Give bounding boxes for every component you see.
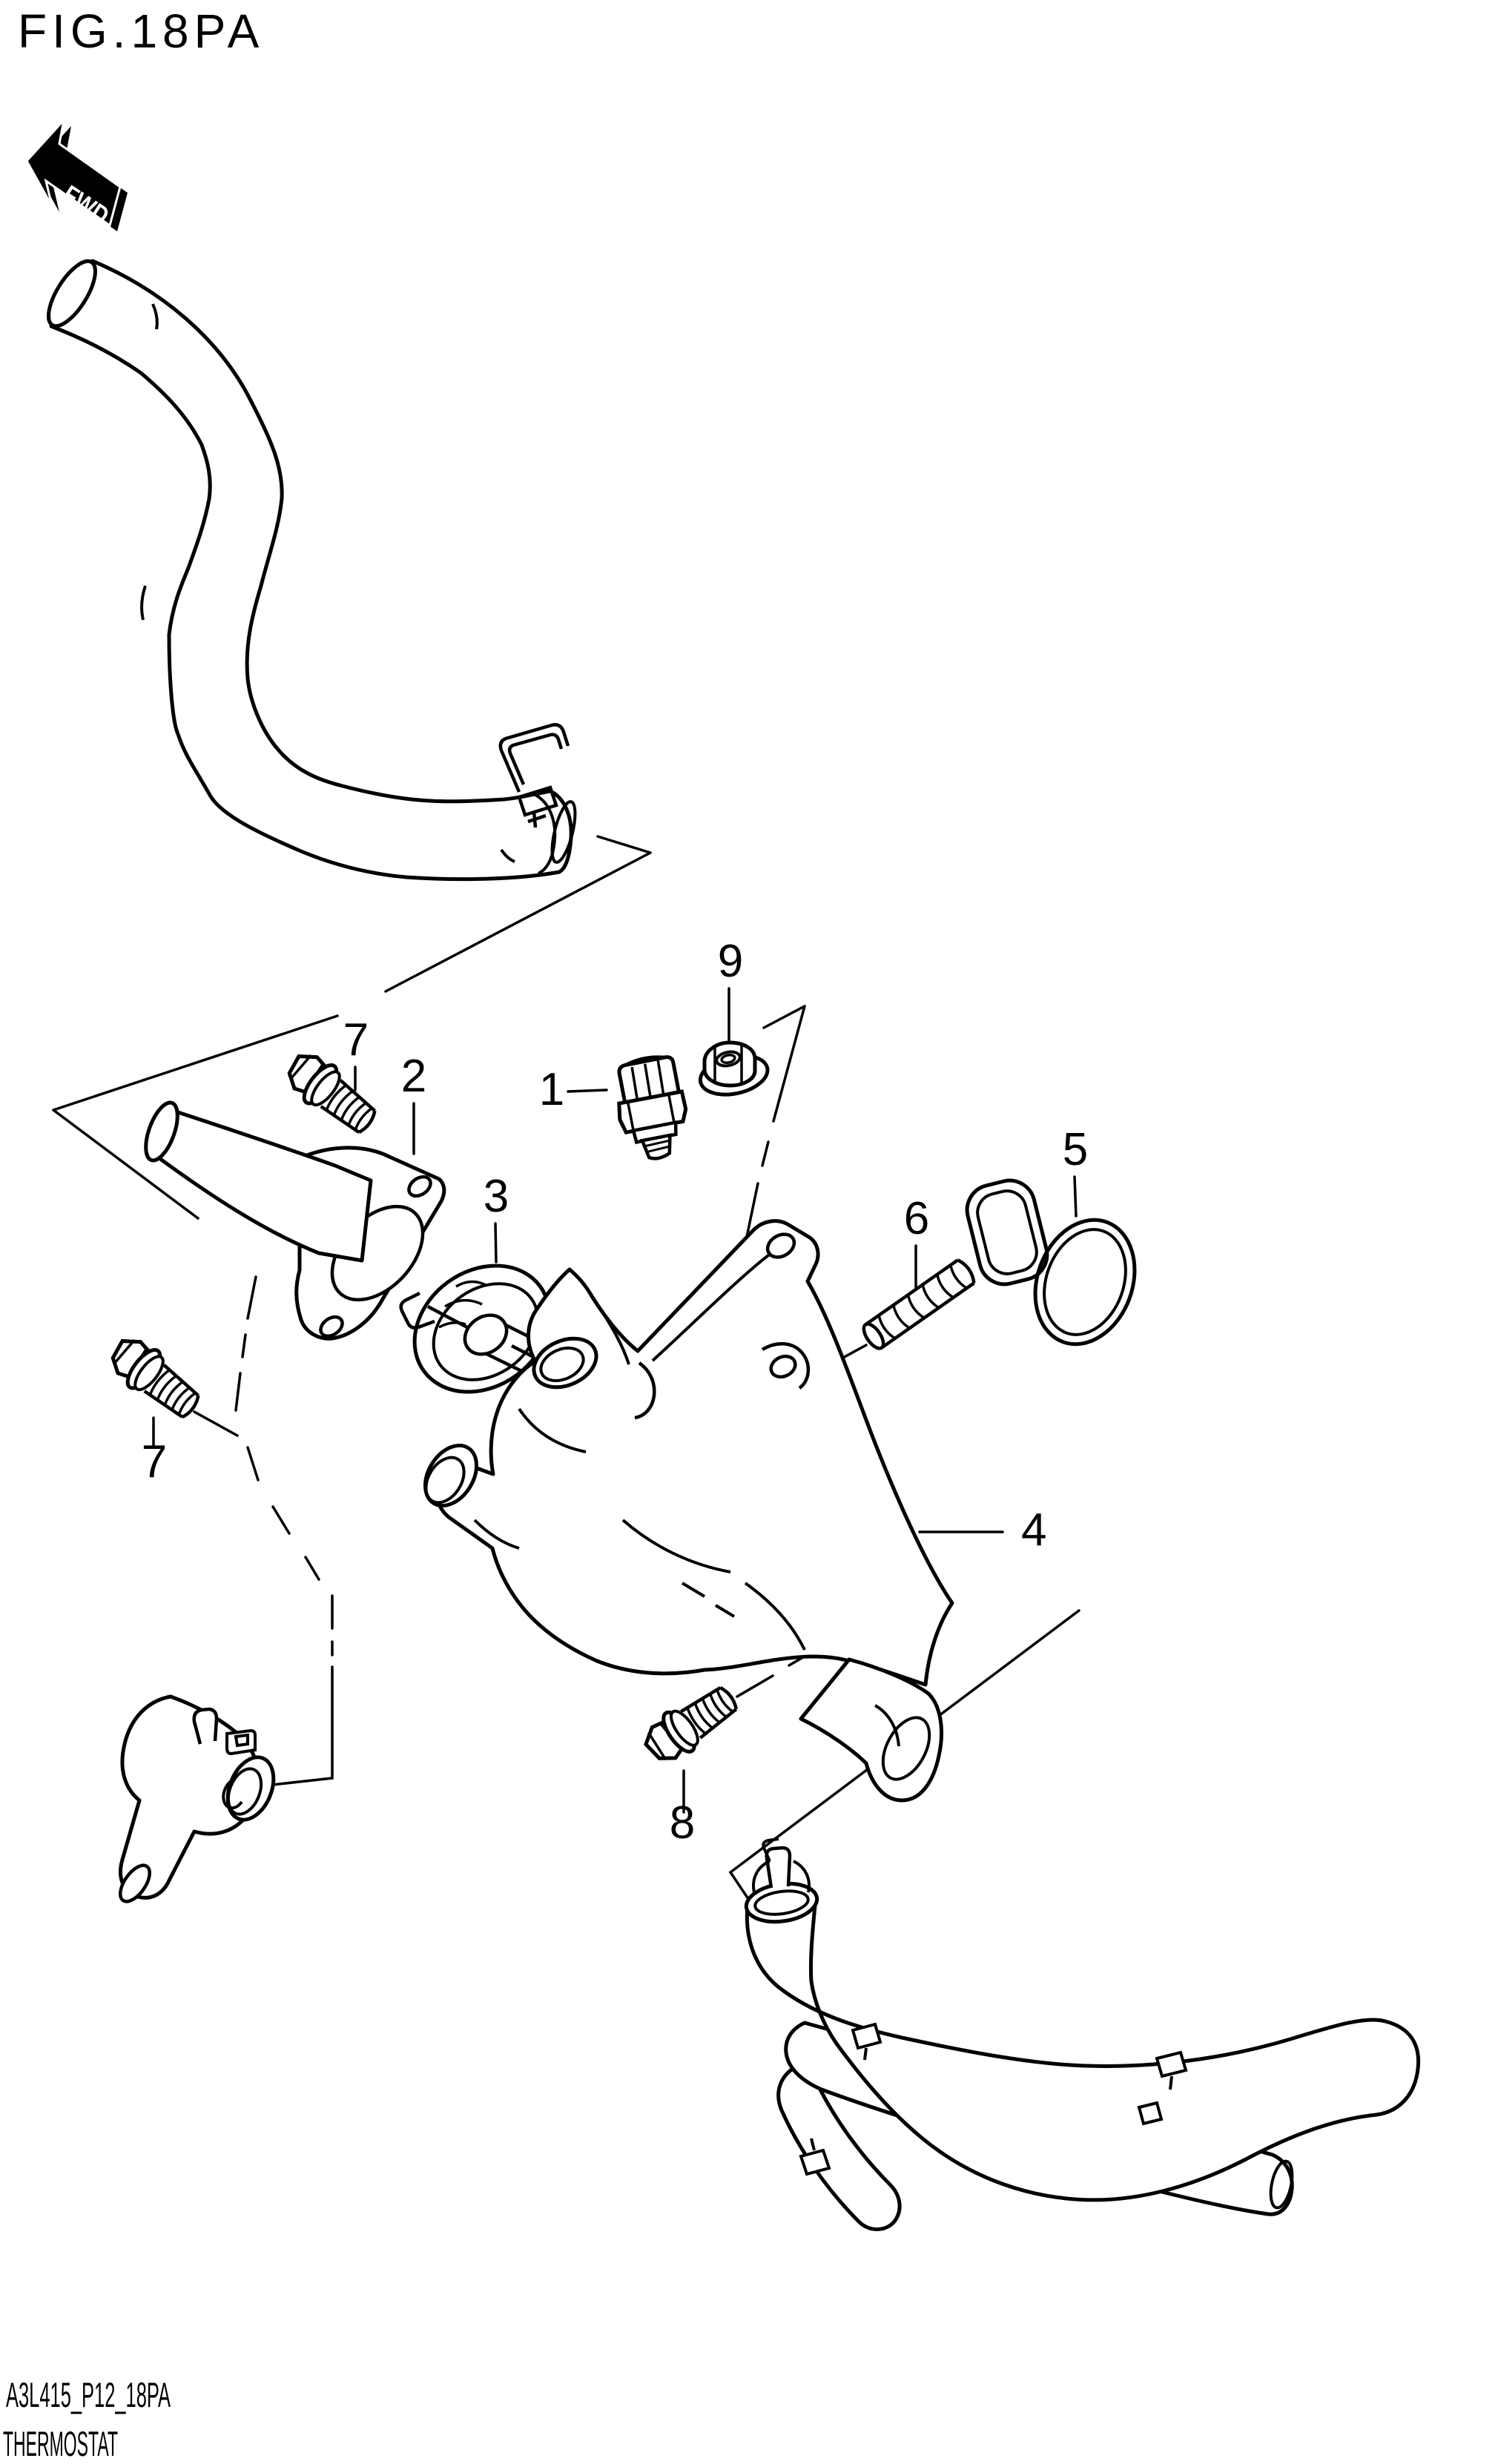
upper-hose [47,259,577,882]
callout-8-label: 8 [670,1797,695,1849]
fwd-direction-badge: FWD [25,116,128,231]
flange-bolt-lower [103,1330,208,1425]
callout-7-lower-label: 7 [142,1436,167,1487]
callout-2-label: 2 [401,1051,426,1102]
stud-bolt [862,1258,976,1350]
footer-part-title: THERMOSTAT [3,2424,118,2463]
callout-7-upper-label: 7 [343,1014,369,1066]
callout-4-label: 4 [1021,1505,1046,1556]
bypass-elbow-hose [119,1694,276,1903]
figure-title: FIG.18PA [18,4,264,58]
thermostat-case [423,1219,954,1803]
callout-labels: 1 2 3 4 5 6 7 7 8 9 [142,936,1088,1849]
callout-6-label: 6 [904,1193,929,1244]
callout-3-label: 3 [484,1171,509,1222]
callout-1-label: 1 [539,1064,564,1115]
callout-5-label: 5 [1063,1124,1088,1175]
water-temp-sensor [617,1055,688,1160]
flange-nut [698,1040,770,1097]
flange-bolt-case [638,1677,744,1771]
water-outlet-pipe [144,1100,446,1341]
lower-hose-assembly [744,1837,1421,2231]
o-ring-set [965,1178,1137,1347]
callout-9-label: 9 [718,936,743,987]
hose-clamp [498,723,570,828]
footer-drawing-code: A3L415_P12_18PA [6,2375,171,2414]
